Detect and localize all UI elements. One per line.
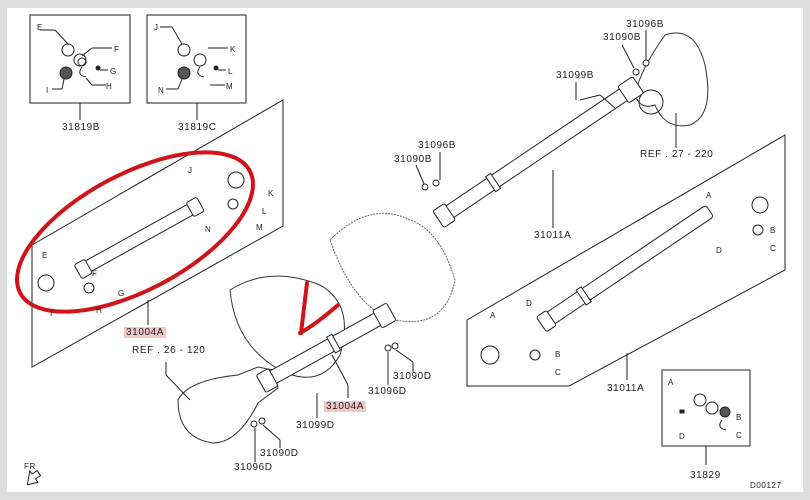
front-direction-arrow-icon [26,469,42,486]
flange-icon [751,196,769,214]
universal-joint-icon [59,43,731,431]
kit-part-number[interactable]: 31829 [690,470,721,481]
part-letter: N [205,225,212,234]
transmission-outline [229,275,345,378]
front-shaft-exploded [74,197,205,279]
part-letter: A [706,191,712,200]
part-number[interactable]: 31090B [603,32,642,43]
exploded-box-left [31,99,284,368]
part-letter: M [256,223,264,232]
part-letter: L [262,207,268,216]
red-circle-annotation [15,150,255,314]
highlighted-part-number[interactable]: 31004A [124,327,167,338]
part-letter: C [770,244,777,253]
part-letter: G [118,289,125,298]
bearing-cup-icon [83,282,95,294]
part-number[interactable]: 31090D [393,371,432,382]
flange-icon [480,345,500,365]
part-number[interactable]: 31099B [556,70,595,81]
rear-shaft-detail [536,205,713,332]
part-number[interactable]: 31090B [394,154,433,165]
part-letter: K [268,189,274,198]
red-arrow-annotation [298,281,340,335]
part-letter: F [92,269,98,278]
parts-diagram-panel [7,8,803,492]
part-number[interactable]: 31096B [418,140,457,151]
part-letter: M [226,82,234,91]
part-number[interactable]: 31096B [626,19,665,30]
part-letter: A [490,311,496,320]
reference-label: REF . 27 - 220 [640,149,714,160]
part-number[interactable]: 31011A [607,383,645,394]
transfer-case-outline [177,366,279,444]
flange-icon [638,89,664,115]
part-letter: G [110,67,117,76]
part-letter: H [96,306,103,315]
part-letter: N [158,86,165,95]
bearing-cup-icon [227,198,239,210]
part-letter: D [526,299,533,308]
flange-icon [37,274,55,292]
highlighted-part-number[interactable]: 31004A [324,401,367,412]
bearing-cup-icon [752,224,764,236]
diagram-id: D00127 [750,481,782,490]
part-letter: I [46,86,49,95]
nut-icon [391,342,399,350]
kit-part-number[interactable]: 31819B [62,122,101,133]
nut-icon [642,59,650,67]
part-number[interactable]: 31099D [296,420,335,431]
part-letter: H [106,82,113,91]
part-letter: K [230,45,236,54]
exploded-box-right [466,134,786,387]
nut-icon [258,417,266,425]
nut-icon [384,344,392,352]
nut-icon [432,179,440,187]
part-number[interactable]: 31011A [534,230,572,241]
part-letter: C [736,431,743,440]
part-letter: A [668,378,674,387]
part-letter: I [50,309,53,318]
engine-outline [329,212,456,323]
part-letter: J [188,166,193,175]
part-number[interactable]: 31096D [234,462,273,473]
nut-icon [421,183,429,191]
front-direction-label: FR [24,462,36,471]
flange-icon [227,171,245,189]
bearing-cup-icon [529,349,541,361]
reference-label: REF . 26 - 120 [132,345,206,356]
part-letter: D [716,246,723,255]
part-number[interactable]: 31090D [260,448,299,459]
part-letter: L [228,67,234,76]
part-letter: E [37,23,43,32]
rear-propeller-shaft [433,76,644,228]
front-propeller-shaft [256,303,396,393]
part-letter: E [42,251,48,260]
part-letter: F [114,45,120,54]
nut-icon [632,68,640,76]
part-letter: D [679,432,686,441]
nut-icon [250,420,258,428]
part-letter: C [555,368,562,377]
part-letter: B [555,350,561,359]
kit-part-number[interactable]: 31819C [178,122,217,133]
part-letter: B [770,226,776,235]
part-number[interactable]: 31096D [368,386,407,397]
part-letter: J [154,23,159,32]
part-letter: B [736,413,742,422]
